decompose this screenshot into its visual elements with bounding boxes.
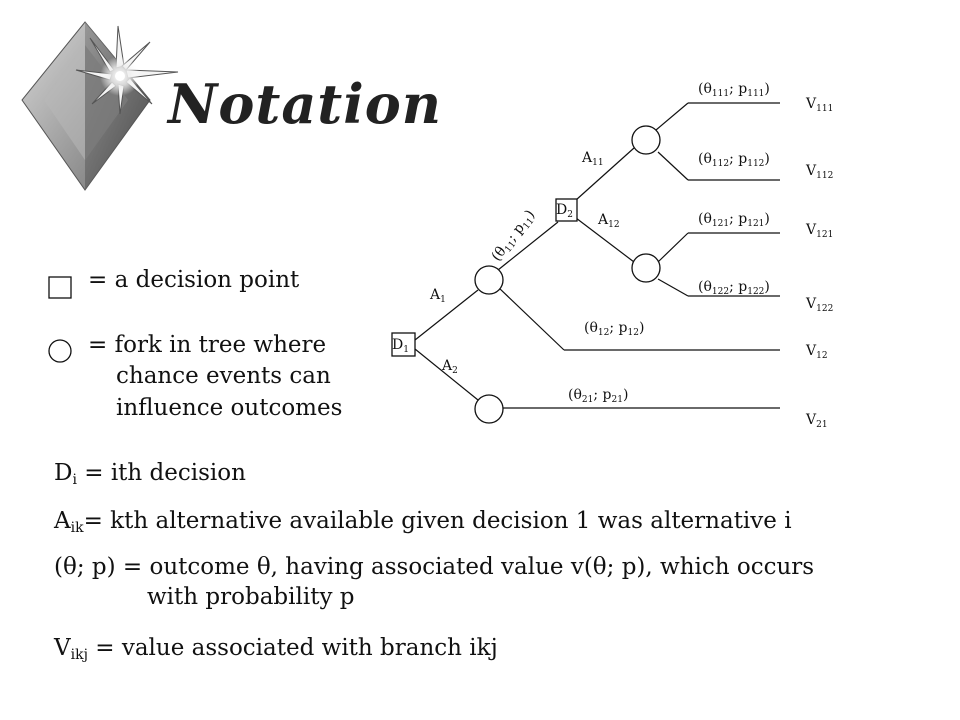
- label-v122: V122: [805, 296, 833, 314]
- chance-node-1: [474, 265, 504, 295]
- label-theta121: (θ121; p121): [698, 211, 770, 229]
- legend-decision-text: = a decision point: [88, 267, 300, 293]
- branch-a1: [414, 289, 479, 341]
- branch-theta11: [497, 221, 559, 271]
- label-theta112: (θ112; p112): [698, 151, 770, 169]
- decision-square-icon: [48, 276, 72, 299]
- label-d2: D2: [556, 202, 573, 220]
- label-v111: V111: [805, 96, 833, 114]
- diamond-star-logo: [21, 21, 179, 191]
- decision-node-d1: [391, 332, 416, 357]
- chance-node-2: [474, 394, 504, 424]
- slide-title: Notation: [168, 72, 443, 136]
- label-theta122: (θ122; p122): [698, 279, 770, 297]
- branch-theta12: [497, 286, 565, 351]
- branch-a11: [575, 147, 635, 201]
- label-theta111: (θ111; p111): [698, 81, 770, 99]
- chance-node-12: [631, 253, 661, 283]
- chance-circle-icon: [48, 339, 72, 363]
- label-d1: D1: [392, 337, 409, 355]
- legend-chance-line3: influence outcomes: [116, 395, 343, 421]
- definition-theta: (θ; p) = outcome θ, having associated va…: [54, 554, 815, 610]
- definition-a: Aik= kth alternative available given dec…: [54, 508, 792, 536]
- label-theta21: (θ21; p21): [568, 387, 628, 405]
- branch-a2: [414, 348, 479, 401]
- legend-chance-line2: chance events can: [116, 363, 331, 389]
- branch-a12: [575, 217, 635, 263]
- label-v21: V21: [805, 412, 828, 430]
- label-a1: A1: [429, 287, 446, 305]
- label-a12: A12: [597, 212, 620, 230]
- decision-node-d2: [555, 198, 578, 222]
- definition-v: Vikj = value associated with branch ikj: [54, 635, 498, 663]
- label-a11: A11: [581, 150, 604, 168]
- branch-theta111: [655, 102, 689, 131]
- chance-node-11: [631, 125, 661, 155]
- label-theta12: (θ12; p12): [584, 320, 644, 338]
- legend-chance-line1: = fork in tree where: [88, 332, 327, 358]
- label-v112: V112: [805, 163, 833, 181]
- label-v12: V12: [805, 343, 828, 361]
- definition-d: Di = ith decision: [54, 460, 246, 488]
- branch-theta121: [657, 232, 689, 263]
- label-a2: A2: [441, 358, 458, 376]
- branch-theta112: [657, 151, 689, 181]
- label-v121: V121: [805, 222, 833, 240]
- branch-theta122: [657, 278, 689, 297]
